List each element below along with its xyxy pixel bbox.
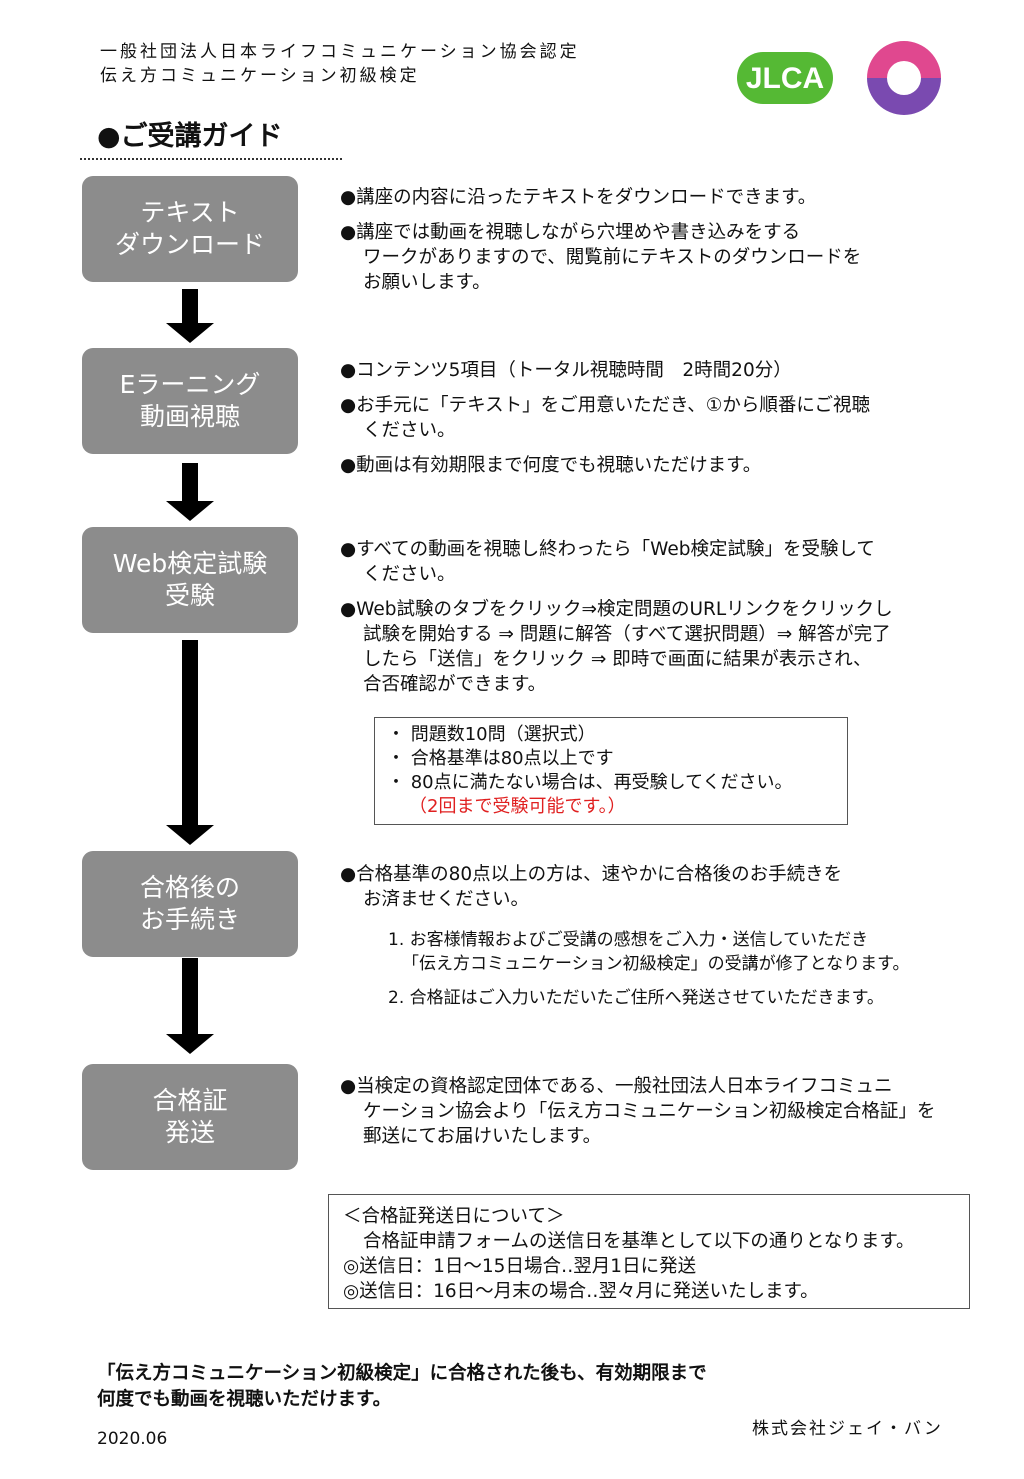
company-name: 株式会社ジェイ・バン — [752, 1419, 943, 1439]
step5-text: ●当検定の資格認定団体である、一般社団法人日本ライフコミュニ ケーション協会より… — [340, 1076, 936, 1147]
org-name: 一般社団法人日本ライフコミュニケーション協会認定 — [100, 42, 580, 62]
exam-rules-box: ・ 問題数10問（選択式） ・ 合格基準は80点以上です ・ 80点に満たない場… — [374, 717, 848, 825]
step4-list: 1. お客様情報およびご受講の感想をご入力・送信していただき 「伝え方コミュニケ… — [388, 930, 910, 1008]
step-text-download: テキストダウンロード — [82, 176, 298, 282]
down-arrow-icon — [166, 958, 214, 1054]
down-arrow-icon — [166, 640, 214, 845]
jlca-logo: JLCA — [737, 52, 833, 104]
shipping-info-box: ＜合格証発送日について＞ 合格証申請フォームの送信日を基準として以下の通りとなり… — [328, 1194, 970, 1309]
footer-note: 「伝え方コミュニケーション初級検定」に合格された後も、有効期限まで 何度でも動画… — [97, 1363, 707, 1410]
step2-text: ●コンテンツ5項目（トータル視聴時間 2時間20分） ●お手元に「テキスト」をご… — [340, 360, 871, 476]
step-elearning: Eラーニング動画視聴 — [82, 348, 298, 454]
retake-limit-note: （2回まで受験可能です。） — [409, 796, 626, 817]
shipping-title: ＜合格証発送日について＞ — [343, 1206, 565, 1227]
page-title: ●ご受講ガイド — [97, 121, 283, 152]
title-divider — [80, 158, 342, 160]
exam-name: 伝え方コミュニケーション初級検定 — [100, 66, 420, 86]
issue-date: 2020.06 — [97, 1429, 168, 1449]
down-arrow-icon — [166, 289, 214, 343]
ring-logo-icon — [867, 41, 941, 115]
list-item: 1. お客様情報およびご受講の感想をご入力・送信していただき — [388, 930, 869, 950]
step3-text: ●すべての動画を視聴し終わったら「Web検定試験」を受験して ください。 ●We… — [340, 539, 893, 695]
step-certificate-shipping: 合格証発送 — [82, 1064, 298, 1170]
step-web-exam: Web検定試験受験 — [82, 527, 298, 633]
jlca-logo-text: JLCA — [746, 62, 824, 95]
list-item: 2. 合格証はご入力いただいたご住所へ発送させていただきます。 — [388, 988, 884, 1008]
step1-text: ●講座の内容に沿ったテキストをダウンロードできます。 ●講座では動画を視聴しなが… — [340, 187, 862, 293]
step-after-pass: 合格後のお手続き — [82, 851, 298, 957]
down-arrow-icon — [166, 463, 214, 521]
step4-text: ●合格基準の80点以上の方は、速やかに合格後のお手続きを お済ませください。 — [340, 864, 843, 910]
